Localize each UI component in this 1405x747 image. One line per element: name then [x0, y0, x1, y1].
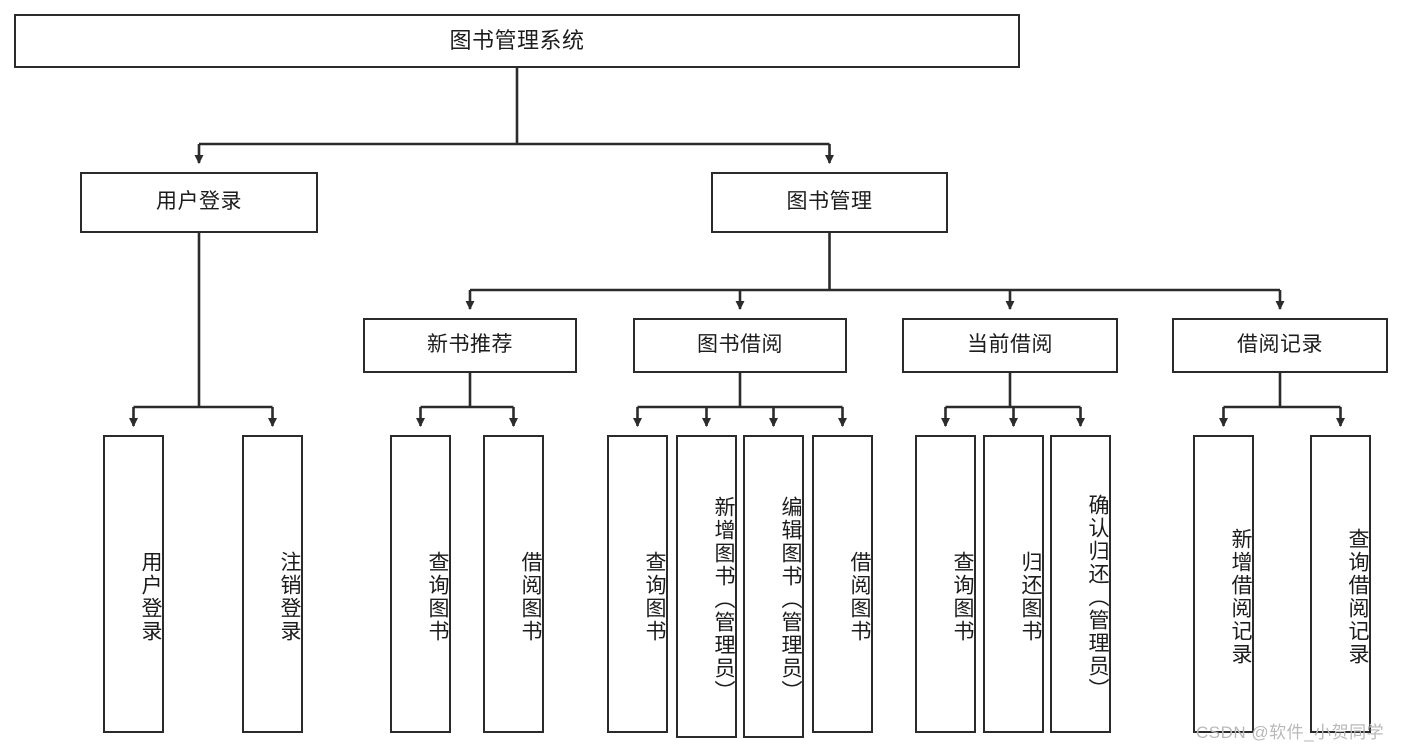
- node-leaf-query-book-3[interactable]: 查询图书: [915, 435, 976, 733]
- node-label: 确认归还（管理员）: [1086, 493, 1109, 701]
- node-leaf-user-login[interactable]: 用户登录: [103, 435, 164, 733]
- node-book-borrow[interactable]: 图书借阅: [633, 318, 847, 373]
- node-new-book-rec[interactable]: 新书推荐: [363, 318, 577, 373]
- node-current-borrow[interactable]: 当前借阅: [902, 318, 1118, 373]
- node-label: 借阅记录: [1237, 333, 1323, 357]
- node-label: 查询图书: [426, 551, 449, 643]
- node-leaf-confirm-return[interactable]: 确认归还（管理员）: [1050, 435, 1111, 733]
- node-label: 查询图书: [951, 551, 974, 643]
- node-leaf-user-logout[interactable]: 注销登录: [242, 435, 303, 733]
- node-leaf-borrow-book-2[interactable]: 借阅图书: [812, 435, 873, 733]
- node-leaf-return-book[interactable]: 归还图书: [983, 435, 1044, 733]
- node-label: 用户登录: [139, 551, 162, 643]
- watermark-label: CSDN @软件_小贺同学: [1196, 723, 1385, 742]
- node-leaf-add-book[interactable]: 新增图书（管理员）: [676, 435, 737, 738]
- node-leaf-query-record[interactable]: 查询借阅记录: [1310, 435, 1371, 733]
- node-label: 注销登录: [278, 551, 301, 643]
- node-label: 新增图书（管理员）: [712, 496, 735, 703]
- node-label: 用户登录: [156, 190, 242, 214]
- node-leaf-add-record[interactable]: 新增借阅记录: [1193, 435, 1254, 733]
- node-label: 图书管理系统: [449, 28, 585, 54]
- node-borrow-record[interactable]: 借阅记录: [1172, 318, 1388, 373]
- node-leaf-edit-book[interactable]: 编辑图书（管理员）: [743, 435, 804, 738]
- node-leaf-borrow-book-1[interactable]: 借阅图书: [483, 435, 544, 733]
- node-leaf-query-book-2[interactable]: 查询图书: [607, 435, 668, 733]
- node-label: 归还图书: [1019, 551, 1042, 643]
- node-label: 图书管理: [786, 190, 873, 214]
- node-label: 借阅图书: [519, 551, 542, 643]
- node-label: 借阅图书: [848, 551, 871, 643]
- node-user-login[interactable]: 用户登录: [80, 172, 318, 233]
- node-leaf-query-book-1[interactable]: 查询图书: [390, 435, 451, 733]
- node-label: 编辑图书（管理员）: [779, 496, 802, 703]
- node-book-manage[interactable]: 图书管理: [711, 172, 948, 233]
- node-root[interactable]: 图书管理系统: [14, 14, 1020, 68]
- node-label: 查询借阅记录: [1346, 528, 1369, 666]
- node-label: 新增借阅记录: [1229, 528, 1252, 666]
- node-label: 当前借阅: [967, 333, 1053, 357]
- node-label: 图书借阅: [697, 333, 783, 357]
- node-label: 查询图书: [643, 551, 666, 643]
- node-label: 新书推荐: [427, 333, 513, 357]
